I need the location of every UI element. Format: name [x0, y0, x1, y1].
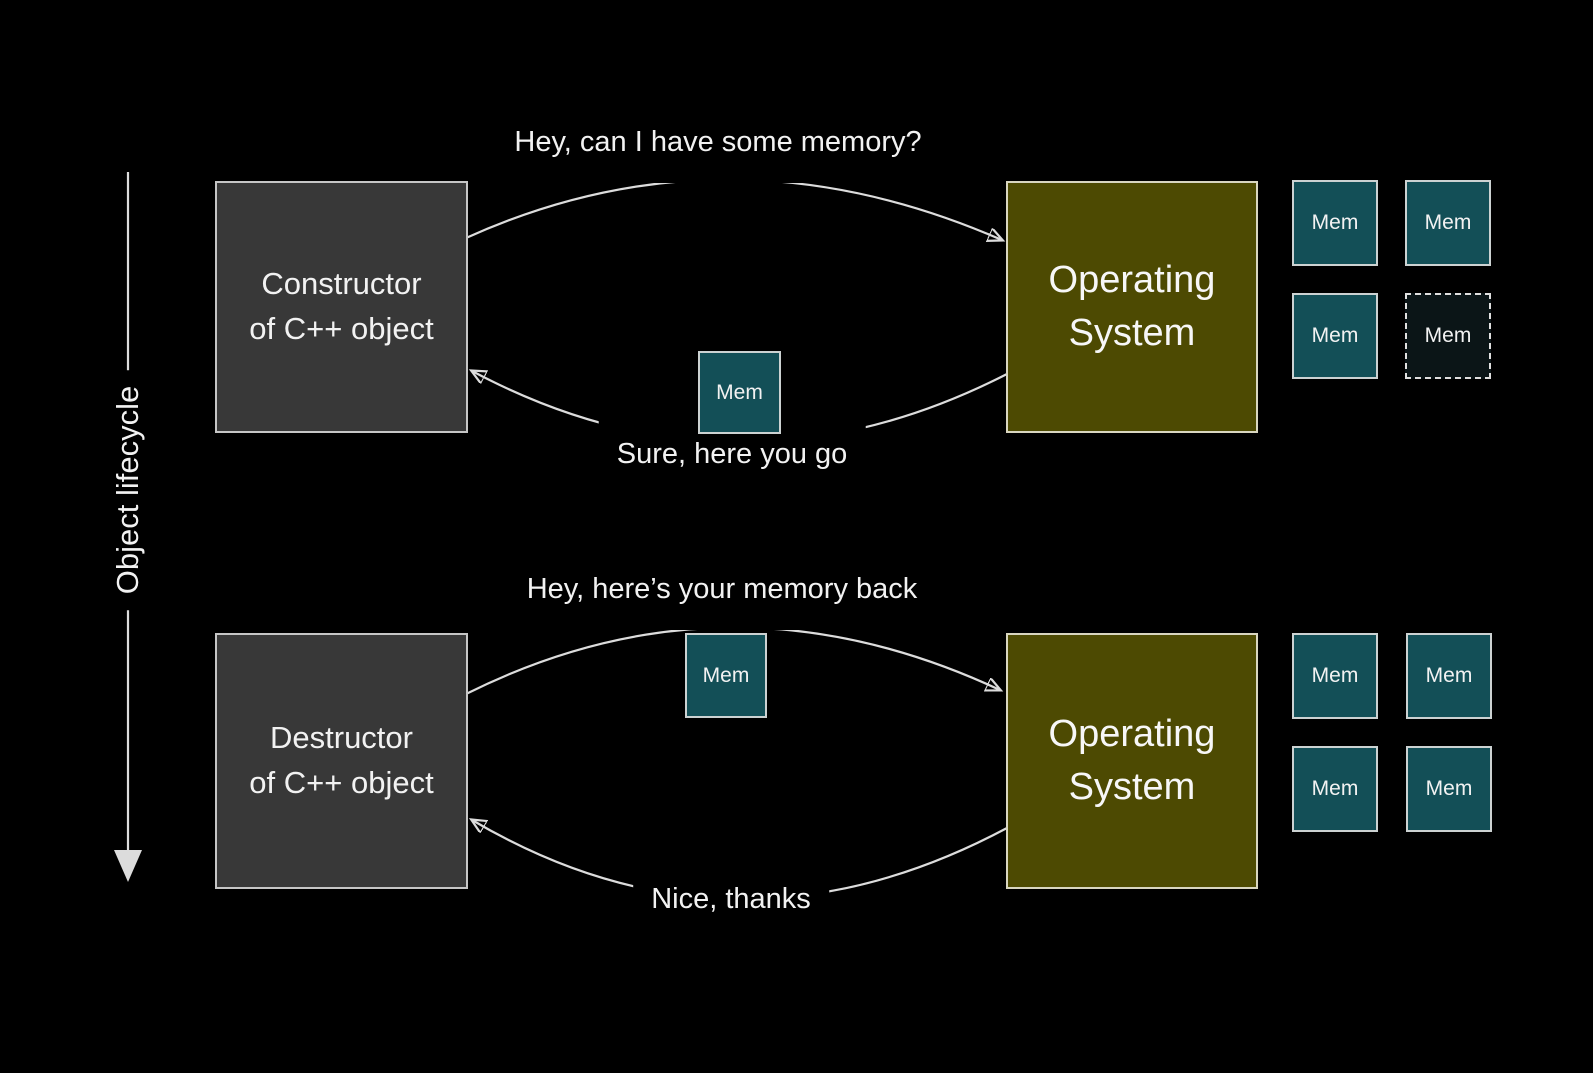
os-top-label-line2: System: [1068, 312, 1196, 354]
mem-pool-bottom-4: Mem: [1406, 746, 1492, 832]
speech-top-response: Sure, here you go: [598, 420, 866, 495]
destructor-label-line2: of C++ object: [249, 765, 434, 800]
mem-block-top-transfer: Mem: [698, 351, 781, 434]
mem-block-label: Mem: [702, 663, 750, 687]
speech-top-request: Hey, can I have some memory?: [496, 108, 940, 183]
mem-pool-bottom-3: Mem: [1292, 746, 1378, 832]
mem-block-label: Mem: [1311, 211, 1359, 234]
constructor-label-line2: of C++ object: [249, 311, 434, 346]
mem-pool-top-1: Mem: [1292, 180, 1378, 266]
mem-block-label: Mem: [1424, 324, 1472, 347]
arrow-top-request: [465, 178, 1002, 240]
mem-pool-bottom-2: Mem: [1406, 633, 1492, 719]
os-box-bottom: Operating System: [1006, 633, 1258, 889]
mem-pool-bottom-1: Mem: [1292, 633, 1378, 719]
mem-block-label: Mem: [1425, 664, 1473, 687]
mem-block-label: Mem: [1425, 777, 1473, 800]
mem-block-label: Mem: [1311, 777, 1359, 800]
mem-block-label: Mem: [1311, 664, 1359, 687]
mem-pool-top-2: Mem: [1405, 180, 1491, 266]
constructor-box: Constructor of C++ object: [215, 181, 468, 433]
mem-block-label: Mem: [1424, 211, 1472, 234]
os-box-top: Operating System: [1006, 181, 1258, 433]
constructor-label-line1: Constructor: [261, 266, 422, 302]
constructor-box-label: Constructor of C++ object: [249, 262, 433, 352]
mem-block-label: Mem: [716, 380, 763, 404]
destructor-label-line1: Destructor: [270, 720, 413, 756]
mem-block-bottom-transfer: Mem: [685, 633, 767, 718]
lifecycle-axis-label-text: Object lifecycle: [110, 385, 145, 595]
speech-bottom-response: Nice, thanks: [633, 865, 829, 940]
mem-block-label: Mem: [1311, 324, 1359, 347]
speech-bottom-request: Hey, here’s your memory back: [508, 555, 936, 630]
os-bottom-label-line2: System: [1068, 766, 1196, 808]
os-box-top-label: Operating System: [1049, 254, 1216, 360]
os-bottom-label-line1: Operating: [1048, 712, 1216, 755]
lifecycle-axis-arrowhead-icon: [114, 850, 142, 882]
destructor-box: Destructor of C++ object: [215, 633, 468, 889]
destructor-box-label: Destructor of C++ object: [249, 716, 433, 806]
mem-pool-top-4-allocated: Mem: [1405, 293, 1491, 379]
mem-pool-top-3: Mem: [1292, 293, 1378, 379]
lifecycle-axis-label: Object lifecycle: [102, 369, 154, 611]
os-top-label-line1: Operating: [1048, 258, 1216, 301]
os-box-bottom-label: Operating System: [1049, 708, 1216, 814]
